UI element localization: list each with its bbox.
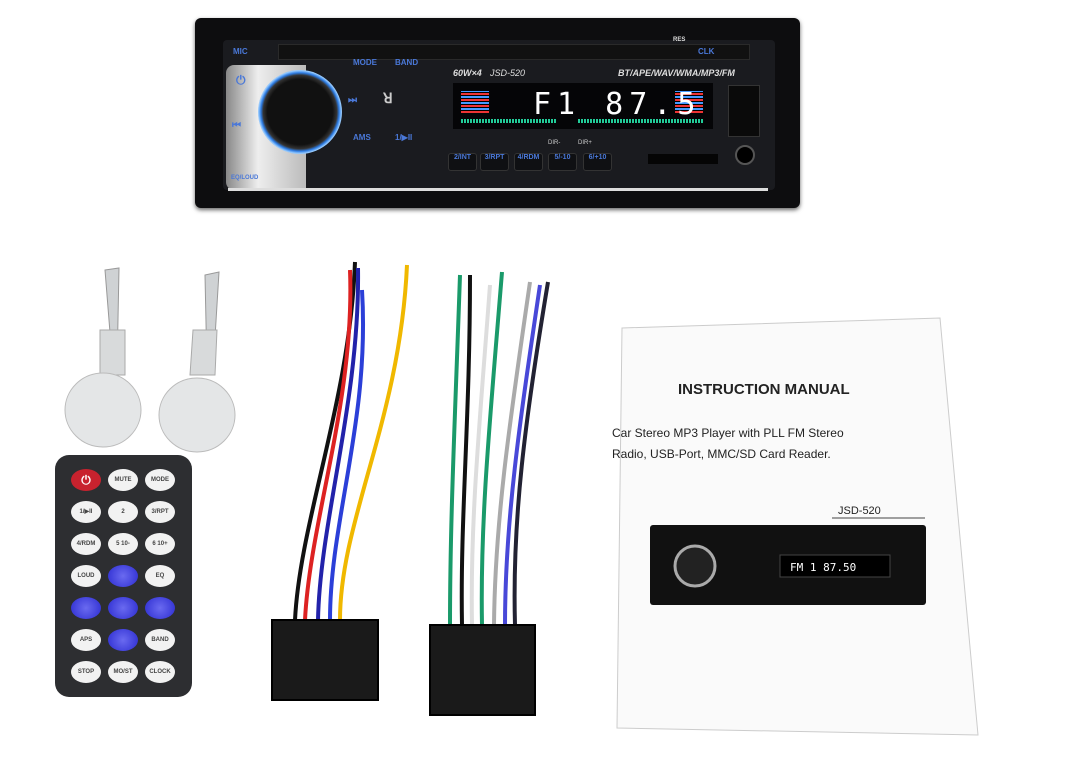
eq-bars-right bbox=[675, 91, 703, 113]
wire-harness-right bbox=[429, 271, 550, 716]
manual-title: INSTRUCTION MANUAL bbox=[678, 381, 850, 398]
remote-control: ⏻ MUTE MODE 1/▶II 2 3/RPT 4/RDM 5 10- 6 10+ LOUD E… bbox=[55, 455, 192, 697]
preset-6-button[interactable]: 6/+10 bbox=[583, 153, 612, 171]
aux-jack bbox=[735, 145, 755, 165]
volume-knob[interactable] bbox=[258, 70, 342, 154]
formats-label: BT/APE/WAV/WMA/MP3/FM bbox=[618, 68, 735, 78]
eq-bars-left bbox=[461, 91, 489, 113]
remote-button[interactable] bbox=[108, 597, 138, 619]
clock-button[interactable]: CLK bbox=[698, 47, 715, 56]
power-spec: 60W×4 bbox=[453, 68, 482, 78]
removal-key-left bbox=[64, 267, 142, 448]
play-pause-button[interactable]: 1/▶II bbox=[395, 133, 413, 142]
remote-button[interactable] bbox=[108, 565, 138, 587]
preset-4-button[interactable]: 4/RDM bbox=[514, 153, 543, 171]
remote-button[interactable]: STOP bbox=[71, 661, 101, 683]
remote-button[interactable]: 1/▶II bbox=[71, 501, 101, 523]
remote-button[interactable]: EQ bbox=[145, 565, 175, 587]
remote-button[interactable]: MUTE bbox=[108, 469, 138, 491]
remote-button[interactable]: 6 10+ bbox=[145, 533, 175, 555]
faceplate: MIC RES CLK ⏻ ⏮ EQ/LOUD ⏭ MODE BAND ꓤ AM… bbox=[223, 37, 775, 191]
ams-button[interactable]: AMS bbox=[353, 133, 371, 142]
removal-key-right bbox=[158, 271, 236, 453]
manual-stereo-thumbnail: FM 1 87.50 bbox=[650, 525, 926, 605]
preset-2-button[interactable]: 2/INT bbox=[448, 153, 477, 171]
remote-button[interactable]: ⏻ bbox=[71, 469, 101, 491]
instruction-manual: INSTRUCTION MANUAL Car Stereo MP3 Player… bbox=[612, 317, 979, 736]
prev-track-button[interactable]: ⏮ bbox=[232, 120, 241, 131]
manual-description-line-2: Radio, USB-Port, MMC/SD Card Reader. bbox=[612, 447, 831, 461]
thumbnail-display: FM 1 87.50 bbox=[790, 561, 856, 574]
removal-keys bbox=[64, 267, 236, 453]
next-track-button[interactable]: ⏭ bbox=[348, 95, 357, 106]
remote-button[interactable]: 4/RDM bbox=[71, 533, 101, 555]
band-button[interactable]: BAND bbox=[395, 58, 419, 67]
remote-button[interactable]: LOUD bbox=[71, 565, 101, 587]
remote-button[interactable]: 2 bbox=[108, 501, 138, 523]
ir-sensor-icon: ꓤ bbox=[383, 90, 393, 106]
power-button[interactable]: ⏻ bbox=[236, 73, 246, 87]
preset-5-button[interactable]: 5/-10 bbox=[548, 153, 577, 171]
car-stereo-head-unit: MIC RES CLK ⏻ ⏮ EQ/LOUD ⏭ MODE BAND ꓤ AM… bbox=[195, 18, 800, 208]
dir-minus-label: DIR- bbox=[548, 140, 561, 146]
remote-button[interactable]: APS bbox=[71, 629, 101, 651]
dir-plus-label: DIR+ bbox=[578, 140, 592, 146]
disc-slot bbox=[278, 44, 750, 60]
remote-button[interactable]: 3/RPT bbox=[145, 501, 175, 523]
manual-description-line-1: Car Stereo MP3 Player with PLL FM Stereo bbox=[612, 426, 844, 440]
remote-button[interactable] bbox=[108, 629, 138, 651]
remote-button[interactable]: MO/ST bbox=[108, 661, 138, 683]
remote-button[interactable]: BAND bbox=[145, 629, 175, 651]
sd-card-slot bbox=[648, 154, 718, 164]
remote-button[interactable]: MODE bbox=[145, 469, 175, 491]
eq-loud-button[interactable]: EQ/LOUD bbox=[231, 175, 259, 181]
reset-label: RES bbox=[673, 37, 686, 43]
remote-button[interactable] bbox=[71, 597, 101, 619]
usb-port bbox=[728, 85, 760, 137]
wire-harness-left bbox=[271, 261, 409, 701]
mode-button[interactable]: MODE bbox=[353, 58, 377, 67]
remote-button[interactable]: CLOCK bbox=[145, 661, 175, 683]
mic-label: MIC bbox=[233, 47, 248, 56]
remote-button[interactable] bbox=[145, 597, 175, 619]
chrome-trim bbox=[228, 188, 768, 191]
model-label: JSD-520 bbox=[490, 68, 526, 78]
frequency-readout: F1 87.5 bbox=[533, 87, 702, 122]
level-bar-right bbox=[578, 119, 703, 123]
manual-model: JSD-520 bbox=[838, 505, 881, 517]
remote-button[interactable]: 5 10- bbox=[108, 533, 138, 555]
lcd-display: F1 87.5 bbox=[453, 83, 713, 129]
preset-3-button[interactable]: 3/RPT bbox=[480, 153, 509, 171]
level-bar-left bbox=[461, 119, 556, 123]
